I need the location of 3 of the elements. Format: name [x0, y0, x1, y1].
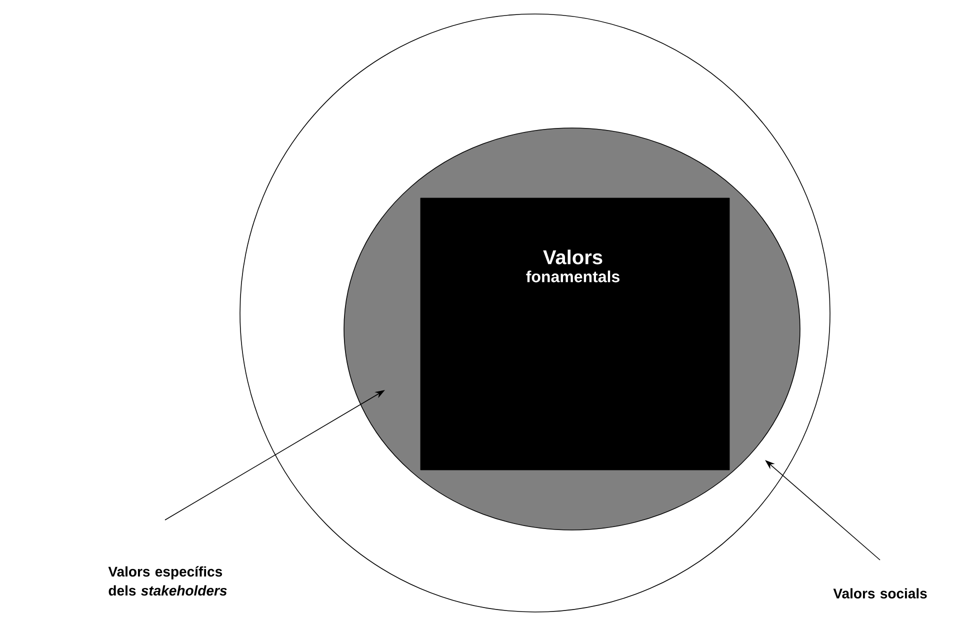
- label-text: Valors específics dels stakeholders: [108, 566, 227, 596]
- core-values-box: Valors fonamentals: [420, 198, 730, 470]
- label-text: Valors socials: [833, 588, 927, 598]
